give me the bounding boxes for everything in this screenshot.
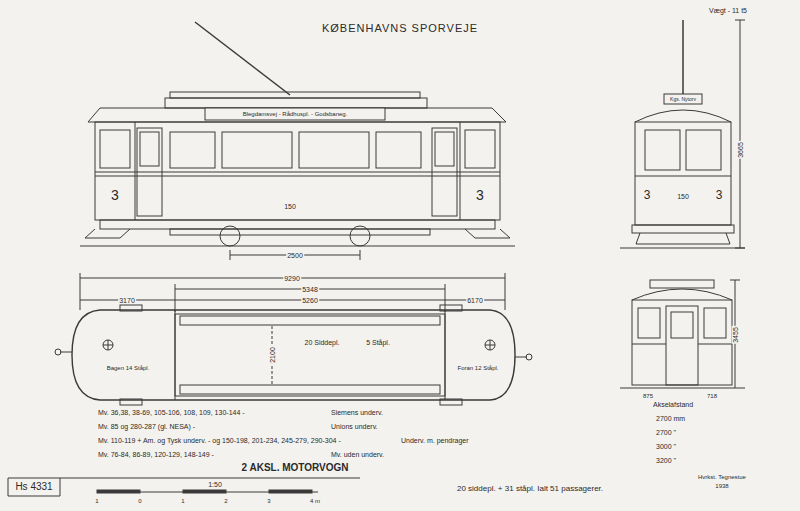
capacity-note: 20 Siddepl.: [303, 339, 340, 346]
scale-tick: 2: [223, 498, 228, 504]
route-number: 3: [643, 189, 652, 201]
dimension-label: 3170: [118, 297, 136, 304]
table-cell: Siemens underv.: [330, 409, 384, 416]
table-header: Akselafstand: [652, 401, 694, 408]
plan-view: [55, 273, 532, 405]
dimension-label: 5348: [301, 286, 319, 293]
rear-view: [620, 280, 745, 388]
table-cell: Mv. 110-119 + Am. og Tysk underv. - og 1…: [97, 437, 342, 444]
car-number: 150: [676, 193, 690, 200]
dimension-label: 2500: [286, 252, 304, 259]
route-number: 3: [110, 188, 120, 202]
dimension-label: 5260: [301, 297, 319, 304]
drawing-title: KØBENHAVNS SPORVEJE: [322, 23, 478, 34]
passenger-note: 20 siddepl. + 31 ståpl. Ialt 51 passager…: [456, 485, 604, 493]
table-cell: 2700 ": [655, 429, 677, 436]
title-block: [8, 478, 360, 496]
end-view: [620, 20, 745, 248]
table-cell: Mv. 76-84, 86-89, 120-129, 148-149 -: [97, 451, 215, 458]
drawing-year: 1938: [714, 483, 729, 489]
capacity-note: Bagen 14 Ståpl.: [106, 365, 151, 371]
drawing-caption: 2 AKSL. MOTORVOGN: [240, 463, 349, 473]
capacity-note: Foran 12 Ståpl.: [456, 365, 499, 371]
table-cell: Unions underv.: [330, 423, 379, 430]
drafting-office: Hvrkst. Tegnestue: [697, 474, 747, 480]
side-view: [80, 22, 515, 260]
scale-tick: 1: [180, 498, 185, 504]
table-cell: 3200 ": [655, 457, 677, 464]
dimension-label: 6170: [466, 297, 484, 304]
dimension-label: 718: [706, 393, 718, 399]
route-number: 3: [475, 188, 485, 202]
route-number: 3: [715, 189, 724, 201]
scale-tick: 1: [94, 498, 99, 504]
scale-tick: 3: [266, 498, 271, 504]
scale-tick: 0: [137, 498, 142, 504]
scale-label: 1:50: [207, 481, 223, 488]
table-cell: 2700 mm: [655, 415, 686, 422]
car-number: 150: [283, 203, 297, 210]
drawing-number: Hs 4331: [14, 482, 53, 492]
destination-sign: Blegdamsvej - Rådhuspl. - Godsbaneg.: [242, 111, 349, 117]
dimension-label: 9290: [283, 275, 301, 282]
table-cell: 3000 ": [655, 443, 677, 450]
dimension-label: 3455: [732, 326, 739, 344]
dimension-label: 875: [642, 393, 654, 399]
destination-sign: Kgs. Nytorv: [669, 97, 697, 102]
scale-tick: 4 m: [309, 498, 321, 504]
capacity-note: 5 Ståpl.: [365, 339, 391, 346]
dimension-label: 3665: [737, 141, 744, 159]
table-cell: Mv. 36,38, 38-69, 105-106, 108, 109, 130…: [97, 409, 246, 416]
weight-note: Vægt - 11 t5: [708, 7, 748, 14]
dimension-label: 2100: [269, 346, 276, 364]
table-cell: Mv. 85 og 280-287 (gl. NESA) -: [97, 423, 196, 430]
table-cell: Underv. m. pendrager: [400, 437, 470, 444]
table-cell: Mv. uden underv.: [330, 451, 385, 458]
